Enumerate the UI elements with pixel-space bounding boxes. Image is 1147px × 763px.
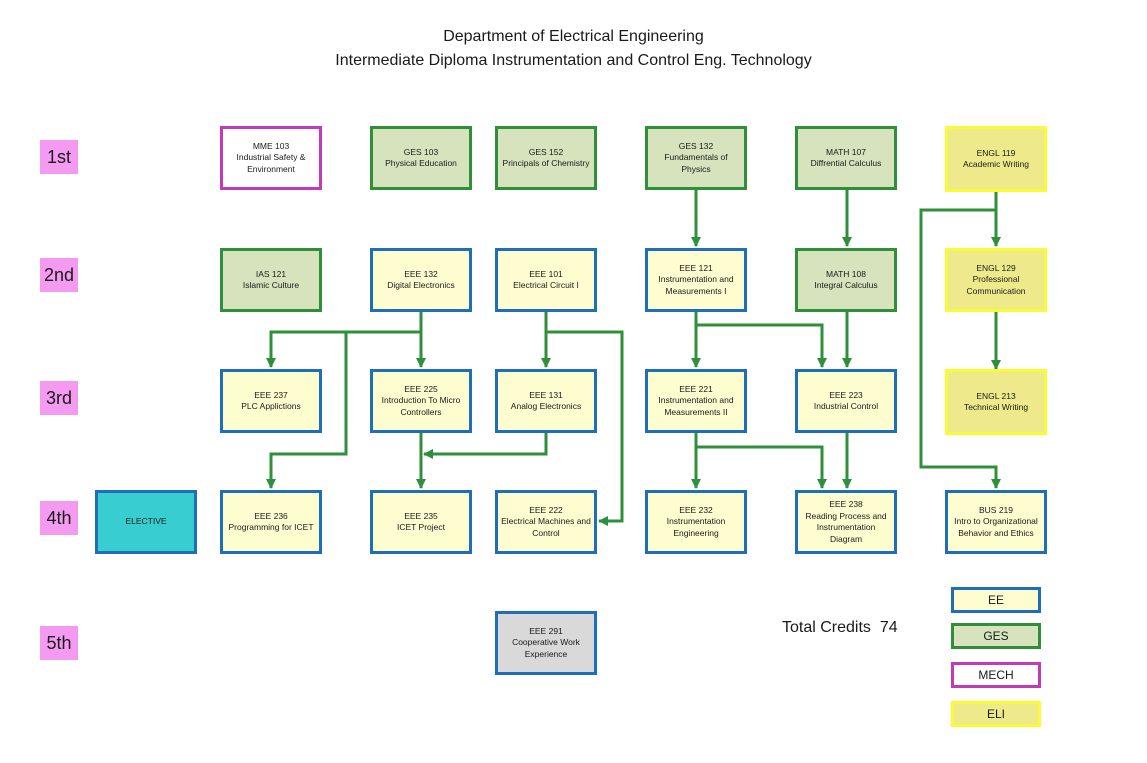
course-title: PLC Applictions xyxy=(241,401,301,411)
course-title: Instrumentation Engineering xyxy=(666,516,726,538)
legend-mech: MECH xyxy=(951,662,1041,688)
course-engl129[interactable]: ENGL 129 Professional Communication xyxy=(945,248,1047,312)
course-code: GES 103 xyxy=(403,146,439,157)
arrow-eee132-eee236 xyxy=(266,332,348,489)
course-title: Industrial Control xyxy=(813,401,879,411)
total-credits-value: 74 xyxy=(879,619,898,636)
course-code: EEE 232 xyxy=(679,504,713,515)
course-ges132[interactable]: GES 132 Fundamentals of Physics xyxy=(645,126,747,190)
course-code: EEE 222 xyxy=(529,504,563,515)
course-eee235[interactable]: EEE 235 ICET Project xyxy=(370,490,472,554)
course-title: Fundamentals of Physics xyxy=(664,152,728,174)
course-code: EEE 221 xyxy=(679,383,713,394)
course-code: EEE 132 xyxy=(404,268,438,279)
course-title: Diffrential Calculus xyxy=(810,158,882,168)
course-title: Intro to Organizational Behavior and Eth… xyxy=(954,516,1038,538)
legend-ee: EE xyxy=(951,587,1041,613)
arrow-eee131-eee235 xyxy=(423,433,548,459)
course-eee101[interactable]: EEE 101 Electrical Circuit I xyxy=(495,248,597,312)
course-code: MME 103 xyxy=(252,140,290,151)
department-title: Department of Electrical Engineering xyxy=(443,28,704,45)
semester-label-3rd: 3rd xyxy=(40,381,78,415)
course-title: Technical Writing xyxy=(963,402,1029,412)
course-eee131[interactable]: EEE 131 Analog Electronics xyxy=(495,369,597,433)
course-code: EEE 236 xyxy=(254,510,288,521)
course-title: Integral Calculus xyxy=(814,280,878,290)
course-code: EEE 225 xyxy=(404,383,438,394)
course-code: EEE 223 xyxy=(829,389,863,400)
course-code: GES 132 xyxy=(678,140,714,151)
course-code: BUS 219 xyxy=(978,504,1014,515)
course-title: Reading Process and Instrumentation Diag… xyxy=(805,510,887,544)
course-code: EEE 101 xyxy=(529,268,563,279)
course-elective[interactable]: ELECTIVE xyxy=(95,490,197,554)
course-bus219[interactable]: BUS 219 Intro to Organizational Behavior… xyxy=(945,490,1047,554)
course-ges152[interactable]: GES 152 Principals of Chemistry xyxy=(495,126,597,190)
course-title: Islamic Culture xyxy=(242,280,300,290)
course-eee121[interactable]: EEE 121 Instrumentation and Measurements… xyxy=(645,248,747,312)
arrow-eee101-eee222 xyxy=(546,330,624,526)
course-code: MATH 108 xyxy=(826,268,866,279)
course-eee291[interactable]: EEE 291 Cooperative Work Experience xyxy=(495,611,597,675)
legend-eli: ELI xyxy=(951,701,1041,727)
course-engl213[interactable]: ENGL 213 Technical Writing xyxy=(945,369,1047,435)
course-eee222[interactable]: EEE 222 Electrical Machines and Control xyxy=(495,490,597,554)
arrow-engl119-bus219 xyxy=(919,208,1001,489)
course-code: ENGL 213 xyxy=(976,390,1016,401)
total-credits: Total Credits 74 xyxy=(782,619,898,637)
course-code: ENGL 129 xyxy=(976,262,1016,273)
arrow-eee121-eee223 xyxy=(696,323,827,368)
course-code: MATH 107 xyxy=(826,146,866,157)
course-title: Instrumentation and Measurements II xyxy=(658,395,734,417)
course-ges103[interactable]: GES 103 Physical Education xyxy=(370,126,472,190)
course-code: EEE 237 xyxy=(254,389,288,400)
course-code: EEE 291 xyxy=(529,625,563,636)
arrow-eee221-eee238 xyxy=(696,445,827,489)
course-eee237[interactable]: EEE 237 PLC Applictions xyxy=(220,369,322,433)
course-math108[interactable]: MATH 108 Integral Calculus xyxy=(795,248,897,312)
course-code: EEE 131 xyxy=(529,389,563,400)
course-code: EEE 235 xyxy=(404,510,438,521)
course-title: Programming for ICET xyxy=(228,522,314,532)
course-eee225[interactable]: EEE 225 Introduction To Micro Controller… xyxy=(370,369,472,433)
legend-ges: GES xyxy=(951,623,1041,649)
course-code: EEE 238 xyxy=(829,499,863,509)
total-credits-label: Total Credits xyxy=(782,619,871,636)
course-title: Digital Electronics xyxy=(387,280,455,290)
course-title: Analog Electronics xyxy=(510,401,582,411)
course-title: Cooperative Work Experience xyxy=(512,637,580,659)
course-title: Electrical Machines and Control xyxy=(501,516,591,538)
course-title: Introduction To Micro Controllers xyxy=(381,395,461,417)
course-ias121[interactable]: IAS 121 Islamic Culture xyxy=(220,248,322,312)
course-engl119[interactable]: ENGL 119 Academic Writing xyxy=(945,126,1047,192)
semester-label-2nd: 2nd xyxy=(40,258,78,292)
course-title: Industrial Safety & Environment xyxy=(236,152,306,174)
course-title: ICET Project xyxy=(396,522,446,532)
course-title: Academic Writing xyxy=(963,159,1029,169)
course-code: EEE 121 xyxy=(679,262,713,273)
program-title: Intermediate Diploma Instrumentation and… xyxy=(335,52,812,69)
course-eee236[interactable]: EEE 236 Programming for ICET xyxy=(220,490,322,554)
course-eee232[interactable]: EEE 232 Instrumentation Engineering xyxy=(645,490,747,554)
course-eee221[interactable]: EEE 221 Instrumentation and Measurements… xyxy=(645,369,747,433)
course-title: ELECTIVE xyxy=(125,516,167,527)
course-eee223[interactable]: EEE 223 Industrial Control xyxy=(795,369,897,433)
course-title: Principals of Chemistry xyxy=(502,158,590,168)
course-eee238[interactable]: EEE 238 Reading Process and Instrumentat… xyxy=(795,490,897,554)
semester-label-5th: 5th xyxy=(40,626,78,660)
semester-label-4th: 4th xyxy=(40,501,78,535)
arrow-eee132-eee237 xyxy=(266,330,421,368)
course-math107[interactable]: MATH 107 Diffrential Calculus xyxy=(795,126,897,190)
course-mme103[interactable]: MME 103 Industrial Safety & Environment xyxy=(220,126,322,190)
course-code: GES 152 xyxy=(528,146,564,157)
course-title: Electrical Circuit I xyxy=(513,280,579,290)
course-eee132[interactable]: EEE 132 Digital Electronics xyxy=(370,248,472,312)
course-code: ENGL 119 xyxy=(976,147,1016,158)
course-title: Professional Communication xyxy=(966,274,1026,296)
course-code: IAS 121 xyxy=(255,268,287,279)
course-title: Physical Education xyxy=(385,158,457,168)
semester-label-1st: 1st xyxy=(40,140,78,174)
course-title: Instrumentation and Measurements I xyxy=(658,274,734,296)
